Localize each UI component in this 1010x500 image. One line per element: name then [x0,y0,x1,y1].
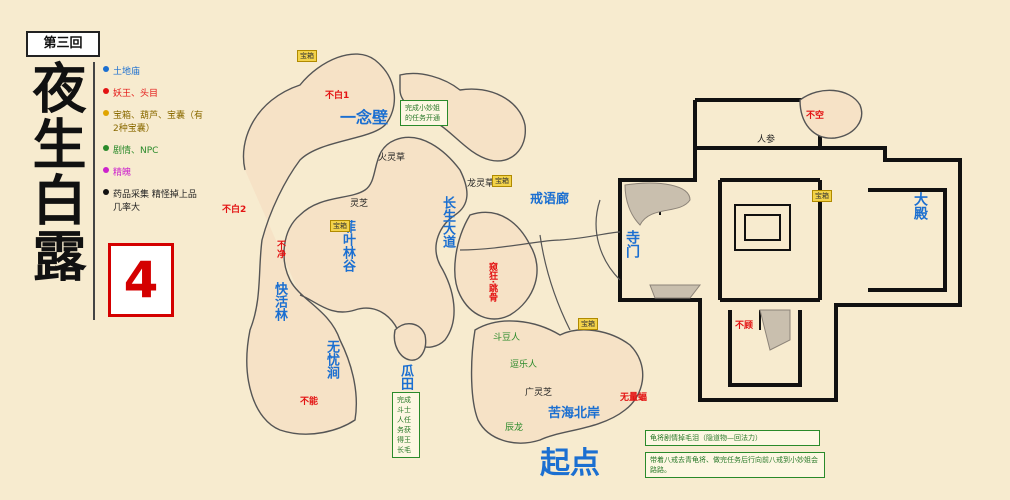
boss-wuliangfu: 无量蝠 [620,393,648,403]
legend-item: 土地庙 [103,64,203,77]
legend-label: 妖王、头目 [113,89,159,99]
herb-spot: 火灵草 [378,153,406,163]
chest-marker: 宝箱 [578,318,598,330]
area-feiyeyilin: 菲叶林谷 [340,220,355,272]
chapter-label: 第三回 [26,31,100,57]
chest-marker: 宝箱 [812,190,832,202]
quest-note: 龟将剧情掉毛泪（隐道物—回法力） [645,430,820,446]
boss-bukong: 不空 [806,111,825,121]
area-simen: 寺门 [624,230,640,258]
legend-item: 宝箱、葫芦、宝囊（有2种宝囊） [103,108,203,134]
boss-feizeng: 不净 [275,240,285,258]
chest-marker: 宝箱 [297,50,317,62]
legend-label: 宝箱、葫芦、宝囊（有2种宝囊） [113,111,204,134]
area-yinianbi: 一念壁 [340,108,389,127]
herb-spot: 龙灵草 [467,179,495,189]
area-jieyulang: 戒语廊 [530,192,570,207]
spirit-icon [103,167,109,173]
boss-jiaofangji: 窥狂·跳骨 [487,262,497,302]
start-point: 起点 [540,446,600,481]
npc-spot: 辰龙 [505,423,524,433]
boss-buneng: 不能 [300,397,319,407]
area-dadian: 大殿 [912,192,928,220]
legend-item: 精魄 [103,165,203,178]
area-guatian: 瓜田 [398,364,413,390]
chest-marker: 宝箱 [492,175,512,187]
legend-item: 妖王、头目 [103,86,203,99]
herb-spot: 灵芝 [350,199,369,209]
area-kuaihuolin: 快活林 [272,282,287,321]
map-number: 4 [108,243,174,317]
legend-item: 药品采集 精怪掉上品几率大 [103,187,203,213]
boss-bubai1: 不白1 [325,91,350,101]
quest-note: 完成小妙姐 的任务开通 [400,100,448,126]
legend-item: 剧情、NPC [103,143,203,156]
title-divider [93,62,95,320]
npc-spot: 逗乐人 [510,360,538,370]
chest-marker: 宝箱 [330,220,350,232]
cave-outlines [242,53,863,444]
legend-label: 精魄 [113,168,132,178]
legend-label: 药品采集 精怪掉上品几率大 [113,190,197,213]
chest-icon [103,110,109,116]
legend-label: 剧情、NPC [113,146,159,156]
herb-spot: 广灵芝 [525,388,553,398]
temple-structure [618,98,962,402]
chapter-title: 夜生白露 [23,60,87,284]
legend-label: 土地庙 [113,67,141,77]
legend: 土地庙 妖王、头目 宝箱、葫芦、宝囊（有2种宝囊） 剧情、NPC 精魄 药品采集… [103,64,203,222]
quest-note: 完成斗士人任务获得王长毛 [392,392,420,458]
boss-boshi: 不顾 [735,321,754,331]
area-wuyoujian: 无忧涧 [324,340,339,379]
shrine-icon [103,66,109,72]
npc-spot: 斗豆人 [493,333,521,343]
paths [459,199,621,331]
npc-icon [103,145,109,151]
quest-note: 带着八戒去青龟将、做完任务后行向前八戒到小妙姐会路路。 [645,452,825,478]
boss-bubai2: 不白2 [222,205,247,215]
herb-spot: 人参 [757,135,776,145]
area-kuhaibeian: 苦海北岸 [548,406,601,421]
herb-icon [103,189,109,195]
area-changshengdadao: 长生大道 [440,196,455,248]
boss-icon [103,88,109,94]
